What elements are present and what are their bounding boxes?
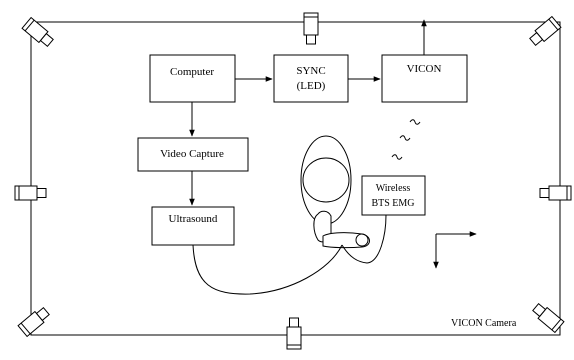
video-capture-box: Video Capture <box>138 138 248 171</box>
ultrasound-box: Ultrasound <box>152 207 234 245</box>
ultrasound-cable <box>193 245 342 294</box>
vicon-box: VICON <box>382 55 467 102</box>
wireless-signal-icon <box>392 120 420 160</box>
vicon-camera-icon <box>18 306 51 337</box>
video-capture-label: Video Capture <box>160 148 224 160</box>
computer-label: Computer <box>170 66 214 78</box>
vicon-camera-icon <box>528 17 561 48</box>
vicon-camera-label: VICON Camera <box>451 318 517 329</box>
computer-box: Computer <box>150 55 235 102</box>
ultrasound-label: Ultrasound <box>169 213 218 225</box>
vicon-camera-icon <box>287 318 301 349</box>
emg-sublabel: BTS EMG <box>371 198 414 209</box>
sync-label: SYNC <box>296 65 325 77</box>
vicon-camera-icon <box>15 186 46 200</box>
wireless-emg-box: Wireless BTS EMG <box>362 176 425 215</box>
vicon-camera-icon <box>540 186 571 200</box>
sync-sublabel: (LED) <box>297 80 326 92</box>
vicon-camera-icon <box>304 13 318 44</box>
subject-figure-icon <box>301 136 370 248</box>
vicon-camera-icon <box>531 302 564 333</box>
coordinate-axes-icon <box>436 234 476 268</box>
sync-box: SYNC (LED) <box>274 55 348 102</box>
emg-label: Wireless <box>376 183 411 194</box>
vicon-label: VICON <box>407 63 442 75</box>
